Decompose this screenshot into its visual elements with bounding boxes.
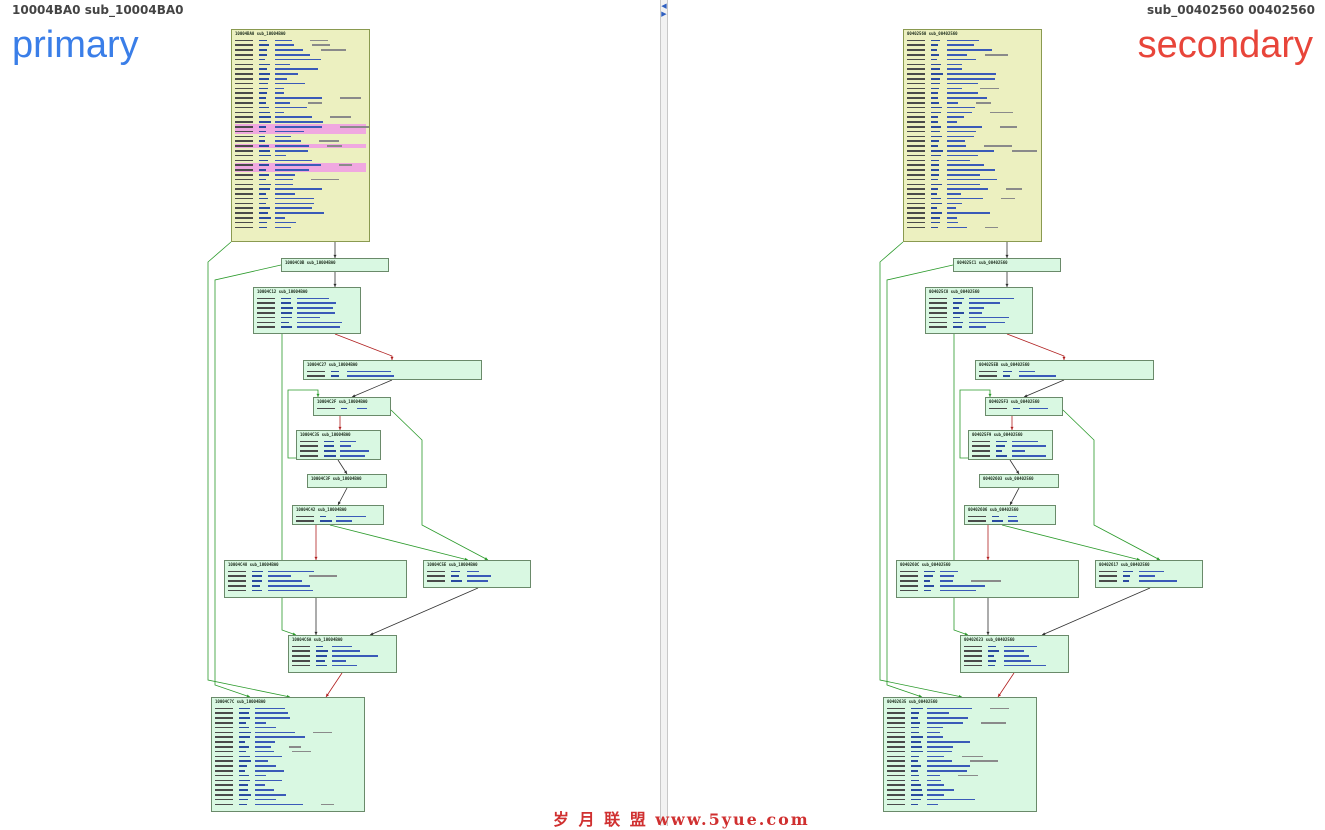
cfg-basic-block[interactable]: 004025C8 sub_00402560 [925,287,1033,334]
block-label: 10004C0B sub_10004BA0 [285,260,336,265]
block-label: 10004C7C sub_10004BA0 [215,699,266,704]
cfg-basic-block[interactable]: 10004C35 sub_10004BA0 [296,430,381,460]
disassembly-lines [228,569,403,595]
block-label: 10004C42 sub_10004BA0 [296,507,347,512]
cfg-edge [390,409,489,561]
cfg-edge [1006,333,1065,360]
block-label: 00402635 sub_00402560 [887,699,938,704]
cfg-basic-block[interactable]: 00402617 sub_00402560 [1095,560,1203,588]
disassembly-lines [285,267,385,269]
disassembly-lines [257,296,357,331]
cfg-basic-block[interactable]: 004025EB sub_00402560 [975,360,1154,380]
cfg-basic-block[interactable]: 10004C5E sub_10004BA0 [423,560,531,588]
watermark: 岁 月 联 盟 www.5yue.com [553,810,810,829]
disassembly-lines [989,406,1059,413]
cfg-basic-block[interactable]: 004025F3 sub_00402560 [985,397,1063,416]
block-label: 00402623 sub_00402560 [964,637,1015,642]
cfg-edge [337,459,348,475]
cfg-edge [325,672,343,698]
pane-splitter[interactable]: ◀ ▶ [660,0,668,826]
cfg-basic-block[interactable]: 10004C42 sub_10004BA0 [292,505,384,525]
block-label: 004025C8 sub_00402560 [929,289,980,294]
cfg-edge [1001,524,1141,561]
block-label: 10004C6A sub_10004BA0 [292,637,343,642]
disassembly-lines [964,644,1065,670]
cfg-basic-block[interactable]: 00402623 sub_00402560 [960,635,1069,673]
block-label: 10004BA0 sub_10004BA0 [235,31,286,36]
disassembly-lines [307,369,478,377]
disassembly-lines [215,706,361,809]
block-label: 004025F3 sub_00402560 [989,399,1040,404]
block-label: 10004C12 sub_10004BA0 [257,289,308,294]
block-label: 10004C48 sub_10004BA0 [228,562,279,567]
cfg-edge [1009,487,1020,506]
primary-function-header: 10004BA0 sub_10004BA0 [12,3,184,17]
cfg-basic-block[interactable]: 10004BA0 sub_10004BA0 [231,29,370,242]
block-label: 10004C27 sub_10004BA0 [307,362,358,367]
disassembly-lines [427,569,527,585]
cfg-edge [1062,409,1161,561]
disassembly-lines [292,644,393,670]
disassembly-lines [983,483,1055,485]
block-label: 004025F9 sub_00402560 [972,432,1023,437]
primary-side-label: primary [12,24,139,66]
disassembly-lines [957,267,1057,269]
cfg-basic-block[interactable]: 10004C12 sub_10004BA0 [253,287,361,334]
disassembly-lines [907,38,1038,239]
disassembly-lines [929,296,1029,331]
cfg-basic-block[interactable]: 10004C0B sub_10004BA0 [281,258,389,272]
block-label: 10004C5E sub_10004BA0 [427,562,478,567]
block-label: 10004C35 sub_10004BA0 [300,432,351,437]
splitter-right-arrow-icon[interactable]: ▶ [661,10,667,18]
cfg-basic-block[interactable]: 00402635 sub_00402560 [883,697,1037,812]
block-label: 10004C3F sub_10004BA0 [311,476,362,481]
block-label: 00402606 sub_00402560 [968,507,1019,512]
block-label: 00402603 sub_00402560 [983,476,1034,481]
disassembly-lines [968,514,1052,522]
secondary-side-label: secondary [1137,24,1313,66]
block-label: 10004C2F sub_10004BA0 [317,399,368,404]
cfg-basic-block[interactable]: 00402606 sub_00402560 [964,505,1056,525]
splitter-left-arrow-icon[interactable]: ◀ [661,2,667,10]
disassembly-lines [887,706,1033,809]
primary-graph-pane[interactable]: 10004BA0 sub_10004BA0 primary 10004BA0 s… [0,0,660,826]
cfg-edge [1023,379,1065,398]
block-label: 00402560 sub_00402560 [907,31,958,36]
disassembly-lines [317,406,387,413]
cfg-basic-block[interactable]: 00402560 sub_00402560 [903,29,1042,242]
cfg-edge [329,524,469,561]
block-label: 00402617 sub_00402560 [1099,562,1150,567]
cfg-basic-block[interactable]: 10004C3F sub_10004BA0 [307,474,387,488]
cfg-edge [997,672,1015,698]
secondary-graph-pane[interactable]: sub_00402560 00402560 secondary 00402560… [668,0,1325,826]
cfg-basic-block[interactable]: 004025F9 sub_00402560 [968,430,1053,460]
cfg-basic-block[interactable]: 10004C27 sub_10004BA0 [303,360,482,380]
block-label: 0040260C sub_00402560 [900,562,951,567]
cfg-basic-block[interactable]: 10004C48 sub_10004BA0 [224,560,407,598]
cfg-basic-block[interactable]: 00402603 sub_00402560 [979,474,1059,488]
disassembly-lines [311,483,383,485]
cfg-edge [337,487,348,506]
disassembly-lines [300,439,377,457]
secondary-function-header: sub_00402560 00402560 [1146,3,1315,17]
disassembly-lines [900,569,1075,595]
cfg-basic-block[interactable]: 0040260C sub_00402560 [896,560,1079,598]
disassembly-lines [1099,569,1199,585]
disassembly-lines [972,439,1049,457]
block-label: 004025EB sub_00402560 [979,362,1030,367]
disassembly-lines [296,514,380,522]
cfg-edge [351,379,393,398]
cfg-basic-block[interactable]: 10004C7C sub_10004BA0 [211,697,365,812]
disassembly-lines [979,369,1150,377]
block-label: 004025C1 sub_00402560 [957,260,1008,265]
cfg-basic-block[interactable]: 10004C2F sub_10004BA0 [313,397,391,416]
cfg-edge [334,333,393,360]
cfg-basic-block[interactable]: 10004C6A sub_10004BA0 [288,635,397,673]
disassembly-lines [235,38,369,239]
cfg-basic-block[interactable]: 004025C1 sub_00402560 [953,258,1061,272]
cfg-edge [1009,459,1020,475]
